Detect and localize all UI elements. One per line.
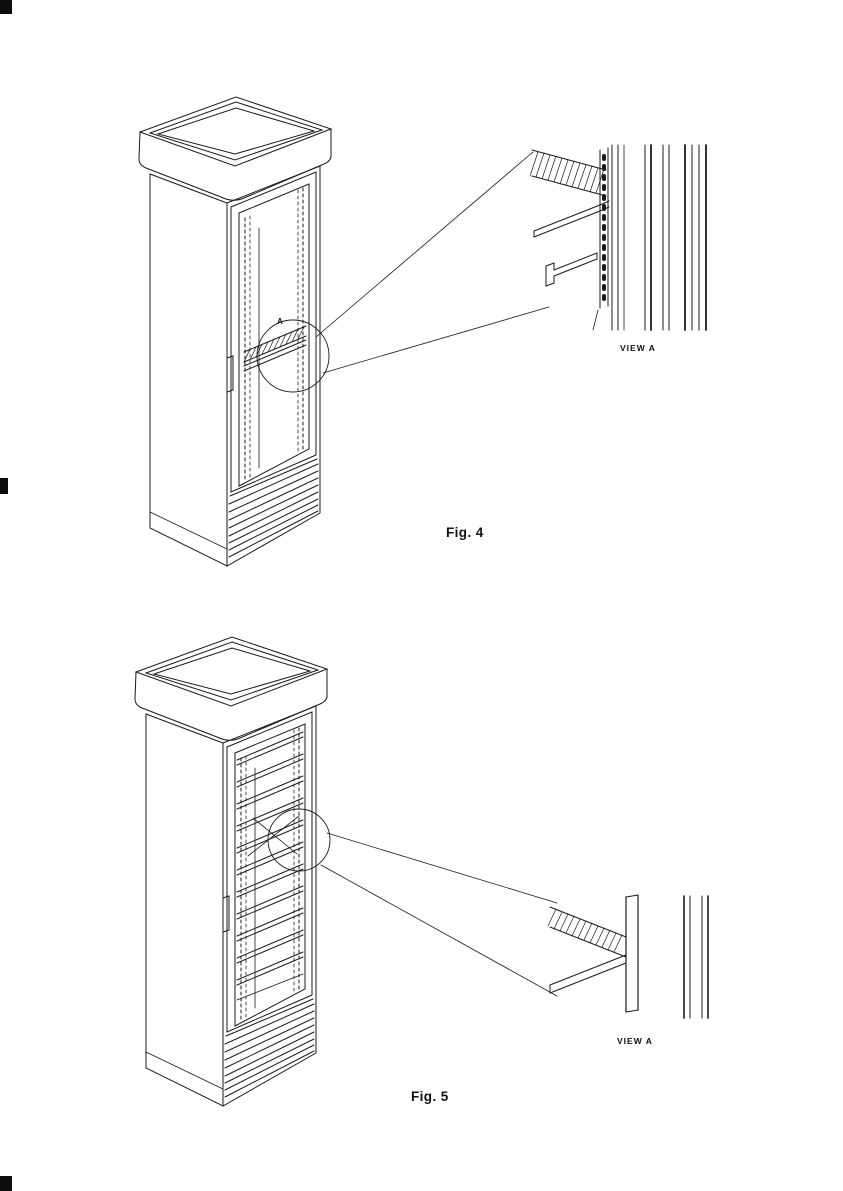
scan-artifacts <box>0 0 12 1191</box>
fig5-shelves <box>236 731 304 1001</box>
fig4-shelf <box>243 325 307 372</box>
fig4-illustration: A <box>138 96 707 567</box>
fig5-detail-view <box>547 894 709 1019</box>
fig5-illustration: VIEW A Fig. 5 <box>134 636 709 1107</box>
fig4-callout-label: A <box>277 317 283 326</box>
fig4-detail-view <box>529 144 707 331</box>
fig5-caption: Fig. 5 <box>411 1089 449 1104</box>
fig4-callout <box>256 151 550 393</box>
fig5-callout <box>267 808 558 997</box>
fig4-caption: Fig. 4 <box>446 525 484 540</box>
fig4-detail-label: VIEW A <box>620 343 656 353</box>
fig5-detail-label: VIEW A <box>617 1036 653 1046</box>
